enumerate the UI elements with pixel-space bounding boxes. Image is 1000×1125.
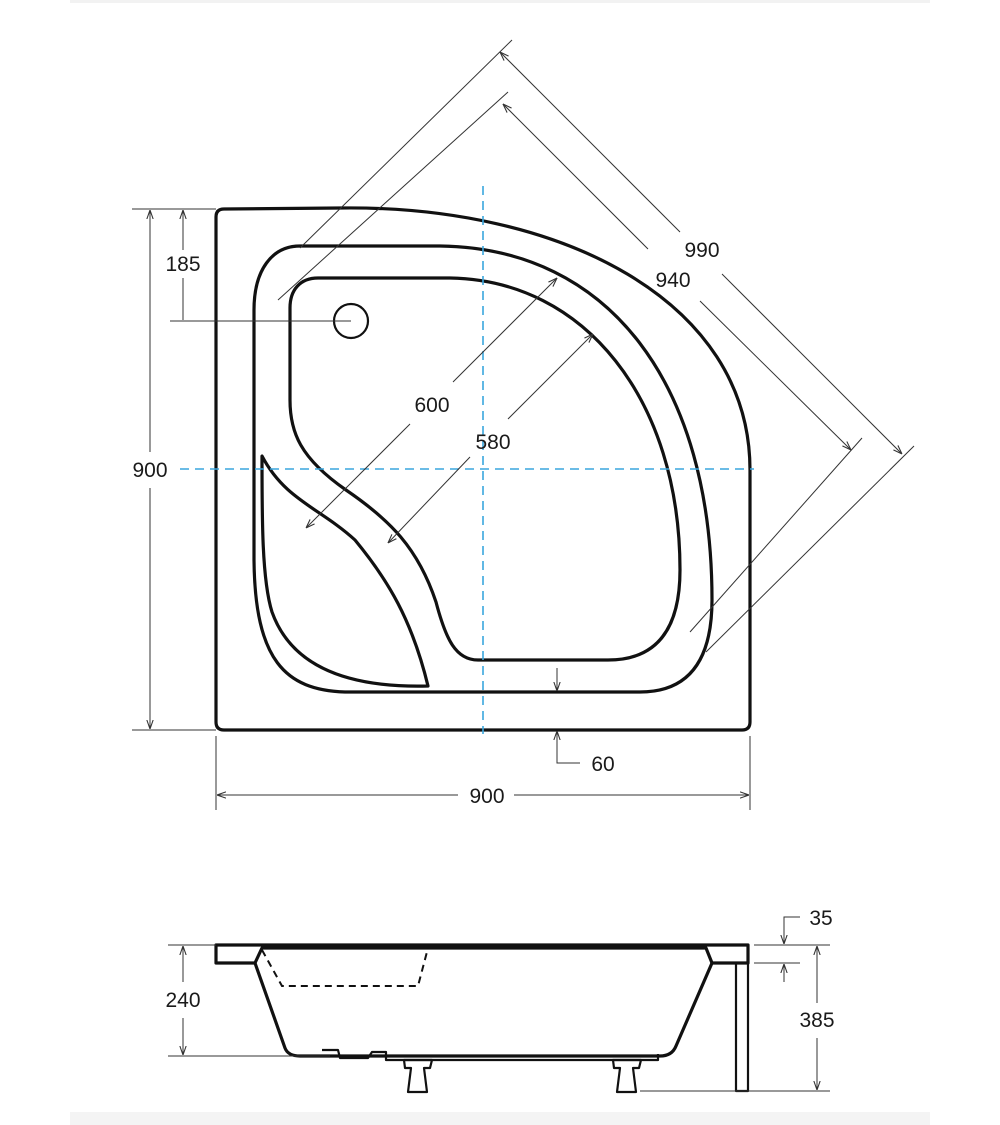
rim-dim-leader [557,731,580,764]
section-view: 240 35 385 [165,907,835,1094]
section-basin [253,961,714,1058]
top-band [70,0,930,3]
section-floor-steps [322,1048,660,1062]
diag-940-line-lower [699,300,851,450]
inner-600-line-lower [306,423,411,528]
section-rim [214,943,750,965]
bottom-band [70,1112,930,1125]
inner-580-line-upper [507,334,593,420]
inner-600-line-upper [452,278,557,383]
seat-outline [260,454,430,688]
inner-600-label: 600 [414,394,449,417]
plan-view: 900 185 900 60 990 940 600 [132,39,915,810]
rim-thickness-leader [784,916,800,944]
height-dim-label: 900 [132,459,167,482]
width-dim-label: 900 [469,785,504,808]
section-foot-right [611,1058,643,1094]
diag-990-line-upper [500,52,681,233]
section-support-panel [734,961,750,1093]
offset-dim-label: 185 [165,253,200,276]
rim-thickness-label: 35 [809,907,832,930]
diag-940-label: 940 [655,269,690,292]
tray-outer-outline [214,206,752,732]
total-height-label: 385 [799,1009,834,1032]
section-foot-left [402,1058,434,1094]
section-seat-hidden [261,947,429,987]
basin-outline [288,276,682,662]
diag-990-label: 990 [684,239,719,262]
rim-dim-label: 60 [591,753,614,776]
inner-580-label: 580 [475,431,510,454]
rim-inner-edge [252,244,714,694]
diag-940-line-upper [503,104,649,250]
diag-990-line-lower [721,273,902,454]
depth-dim-label: 240 [165,989,200,1012]
inner-580-line-lower [388,456,471,543]
